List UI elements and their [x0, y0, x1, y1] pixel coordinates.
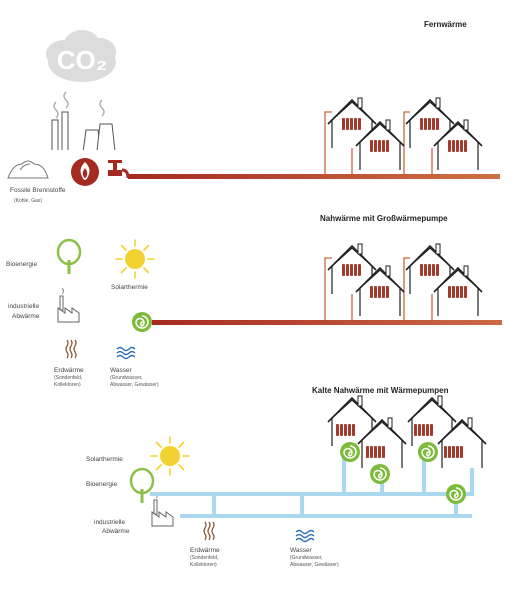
erdwaerme-sub-2: Kollektoren): [54, 382, 81, 388]
erdwaerme-sub-2: Kollektoren): [190, 562, 217, 568]
earth-heat-icon: [203, 521, 215, 541]
heat-pump-icon: [131, 311, 153, 333]
erdwaerme-label: Erdwärme: [190, 547, 220, 554]
erdwaerme-label: Erdwärme: [54, 367, 84, 374]
flame-icon: [71, 158, 99, 186]
water-icon: [116, 346, 136, 360]
radiator-icon: [342, 118, 361, 130]
heat-pump-icon: [369, 463, 391, 485]
waste-heat-label: Abwärme: [12, 313, 40, 320]
heat-pump-icon: [417, 441, 439, 463]
section-title-kalte-nahwaerme: Kalte Nahwärme mit Wärmepumpen: [312, 386, 449, 395]
bioenergie-label: Bioenergie: [86, 481, 118, 488]
waste-heat-label: Abwärme: [102, 528, 130, 535]
houses-group: [327, 97, 483, 171]
kalte-nahwaerme-section: [129, 395, 487, 543]
co2-cloud-icon: [46, 30, 116, 82]
sun-icon: [150, 436, 190, 476]
wasser-sub-1: (Grundwasser,: [110, 375, 143, 381]
solarthermie-label: Solarthermie: [86, 456, 123, 463]
industrial-label: industrielle: [8, 303, 40, 310]
fossil-fuels-label: Fossile Brennstoffe: [10, 187, 66, 194]
district-heating-pipe: [128, 174, 500, 179]
bioenergie-label: Bioenergie: [6, 261, 38, 268]
sun-icon: [115, 239, 155, 279]
wasser-sub-2: Abwasser, Gewässer): [290, 562, 339, 568]
factory-icon: [57, 287, 80, 323]
smoke-icon: [53, 91, 105, 119]
houses-group: [327, 395, 487, 505]
tree-icon: [129, 467, 155, 505]
wasser-sub-1: (Grundwasser,: [290, 555, 323, 561]
local-heating-pipe: [152, 320, 502, 325]
wasser-label: Wasser: [290, 547, 312, 554]
nahwaerme-section: [56, 238, 502, 360]
wasser-label: Wasser: [110, 367, 132, 374]
erdwaerme-sub-1: (Sondenfeld,: [54, 375, 83, 381]
fossil-fuels-sub-label: (Kohle, Gas): [14, 198, 43, 204]
industrial-label: industrielle: [94, 519, 126, 526]
solarthermie-label: Solarthermie: [111, 284, 148, 291]
erdwaerme-sub-1: (Sondenfeld,: [190, 555, 219, 561]
fernwaerme-section: [7, 30, 500, 186]
tree-icon: [56, 238, 82, 276]
water-icon: [295, 529, 315, 543]
houses-group: [327, 243, 483, 317]
co2-label: CO₂: [57, 45, 108, 75]
heat-pump-icon: [445, 483, 467, 505]
factory-icon: [151, 491, 174, 527]
heat-pump-icon: [339, 441, 361, 463]
section-title-fernwaerme: Fernwärme: [424, 20, 467, 29]
coal-pile-icon: [7, 160, 49, 179]
valve-icon: [108, 160, 130, 179]
wasser-sub-2: Abwasser, Gewässer): [110, 382, 159, 388]
earth-heat-icon: [65, 339, 77, 359]
section-title-nahwaerme: Nahwärme mit Großwärmepumpe: [320, 214, 448, 223]
